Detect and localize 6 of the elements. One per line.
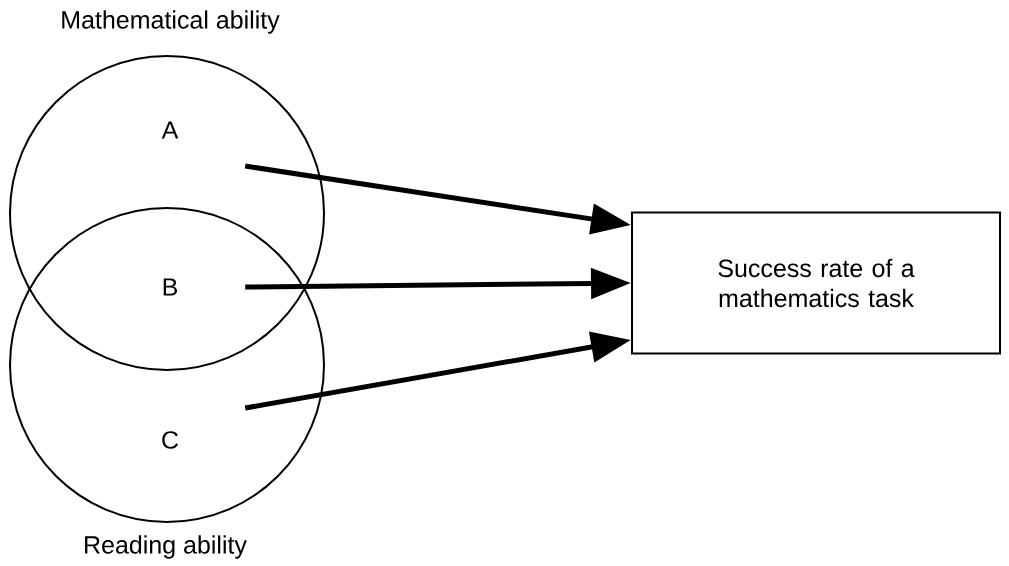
- circle-heading: Mathematical ability: [62, 10, 280, 34]
- region-label: A: [161, 121, 179, 139]
- region-label: C: [162, 431, 179, 449]
- circle-heading: Reading ability: [85, 535, 247, 559]
- outcome-box: Success rate of a mathematics task: [631, 211, 1001, 355]
- region-label: B: [163, 278, 177, 296]
